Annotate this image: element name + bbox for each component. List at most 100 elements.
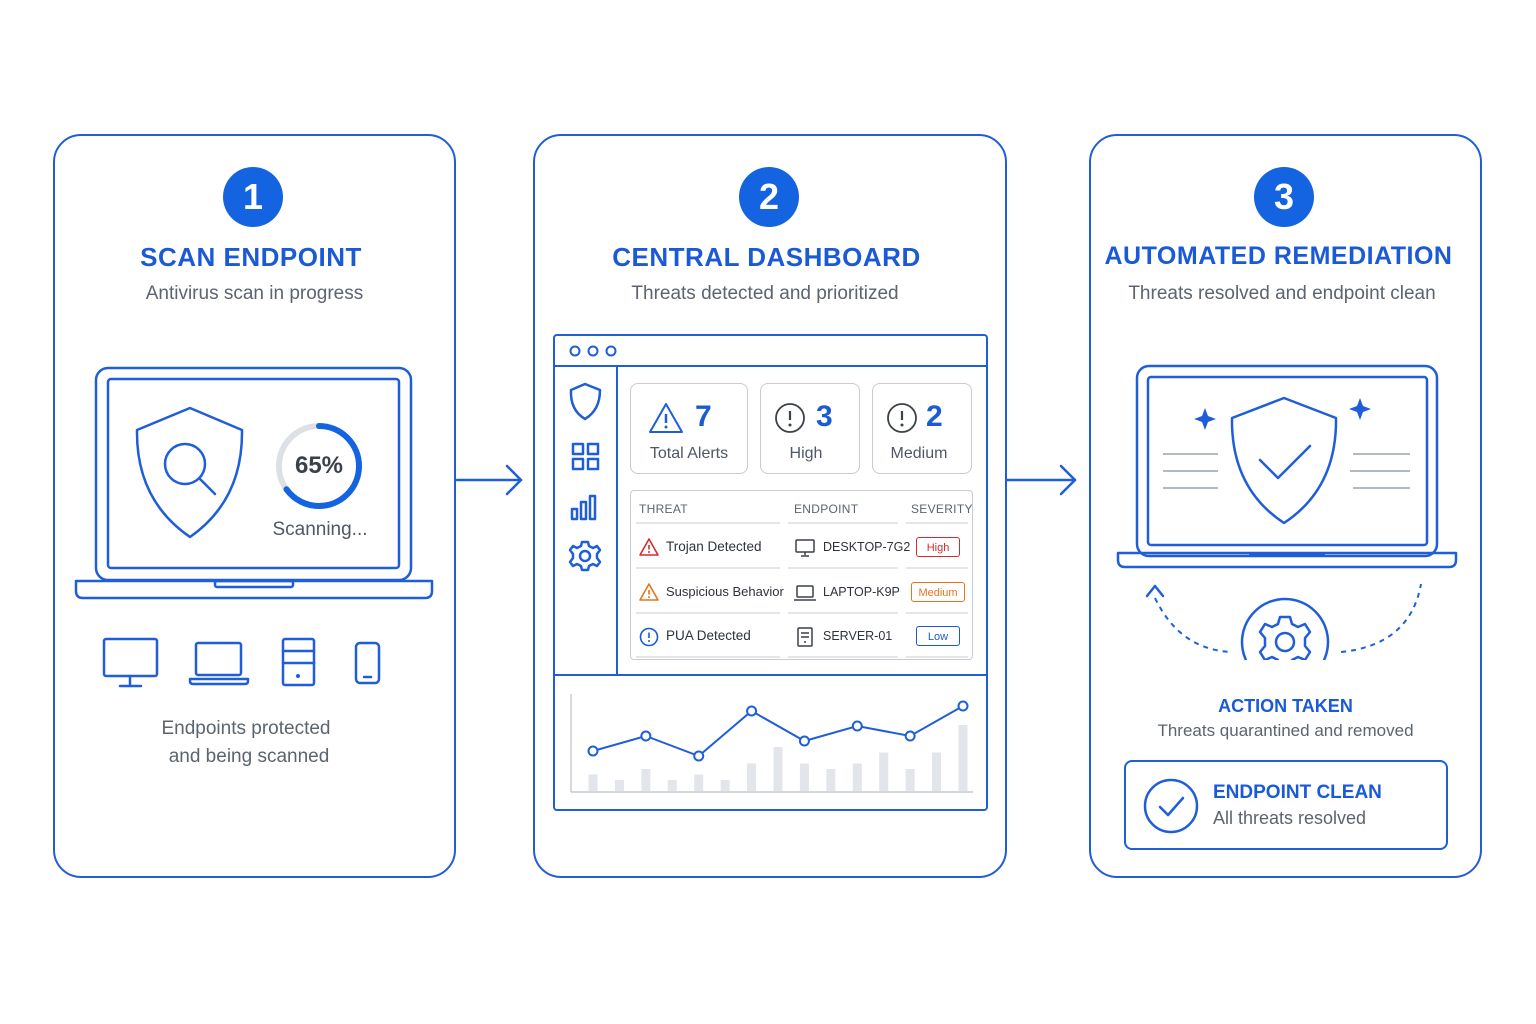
threat-trend-chart [570,694,973,793]
step-1-subtitle: Antivirus scan in progress [145,283,364,304]
trend-point [693,750,705,762]
trend-bar [694,774,704,791]
row-endpoint: SERVER-01 [823,629,893,643]
desktop-icon [795,539,815,557]
row-endpoint: DESKTOP-7G2 [823,540,911,554]
stat-high-label: High [789,445,823,462]
step-2-badge: 2 [739,167,799,227]
laptop-icon [794,585,816,601]
grid-icon[interactable] [571,442,600,471]
stat-card-medium[interactable]: 2 Medium [872,383,972,474]
trend-bar [641,769,651,791]
endpoints-caption-line2: and being scanned [168,746,330,767]
endpoint-clean-subtitle: All threats resolved [1213,808,1367,828]
shield-icon[interactable] [569,382,602,421]
phone-icon [354,641,381,685]
trend-bar [614,780,624,791]
stat-medium-value: 2 [926,400,943,433]
trend-bar [720,780,730,791]
row-threat: PUA Detected [666,628,751,643]
threat-table [630,490,973,660]
bar-chart-icon[interactable] [570,494,597,521]
dashboard-sidebar [568,382,602,572]
step-2-subtitle: Threats detected and prioritized [631,283,899,304]
trend-point [640,730,652,742]
desktop-icon [102,637,159,688]
trend-point [904,730,916,742]
row-threat: Trojan Detected [666,539,762,554]
gear-icon [1240,597,1330,660]
scan-laptop-illustration [74,366,434,600]
endpoint-clean-card [1124,760,1448,850]
trend-point [957,700,969,712]
severity-badge-medium: Medium [911,582,965,602]
alert-circle-icon [775,403,805,433]
table-header-endpoint: ENDPOINT [794,502,859,516]
severity-badge-high: High [916,537,960,557]
flow-arrow-2 [1005,464,1077,496]
row-endpoint: LAPTOP-K9P [823,585,900,599]
step-1-badge: 1 [223,167,283,227]
check-circle-icon [1143,778,1199,834]
laptop-icon [188,641,250,686]
trend-bar [905,769,915,791]
trend-point [798,735,810,747]
gear-icon[interactable] [568,540,602,572]
threat-table-lines [636,522,968,658]
trend-bar [958,725,968,791]
scan-status-text: Scanning... [272,519,368,540]
warning-icon [639,583,659,601]
trend-bar [747,763,757,791]
shield-check-icon [1230,396,1338,525]
table-header-threat: THREAT [639,502,688,516]
stat-high-value: 3 [816,400,833,433]
endpoints-caption-line1: Endpoints protected [161,718,331,739]
action-taken-subtitle: Threats quarantined and removed [1157,721,1414,740]
scan-progress-ring [276,423,362,509]
shield-search-icon [135,406,244,539]
trend-bar [852,763,862,791]
warning-icon [639,538,659,556]
trend-bar [932,752,942,791]
trend-point [746,705,758,717]
stat-medium-label: Medium [890,445,948,462]
warning-icon [649,403,683,433]
trend-bar [773,747,783,791]
dashboard-window-chrome [555,345,986,676]
step-1-title: SCAN ENDPOINT [140,242,362,272]
row-threat: Suspicious Behavior [666,584,784,599]
stat-card-total-alerts[interactable]: 7 Total Alerts [630,383,748,474]
trend-bar [879,752,889,791]
trend-bar [667,780,677,791]
trend-point [851,720,863,732]
alert-circle-icon [887,403,917,433]
trend-point [587,745,599,757]
trend-line [592,705,964,758]
trend-bar [588,774,598,791]
step-3-subtitle: Threats resolved and endpoint clean [1128,283,1436,304]
action-taken-title: ACTION TAKEN [1218,696,1353,716]
server-icon [797,627,813,647]
trend-bar [826,769,836,791]
severity-badge-low: Low [916,626,960,646]
stat-total-alerts-value: 7 [695,400,712,433]
table-header-severity: SEVERITY [911,502,973,516]
step-remediation-panel [1089,134,1482,878]
stat-card-high[interactable]: 3 High [760,383,860,474]
endpoint-icons-row [102,637,381,688]
flow-arrow-1 [455,464,523,496]
server-icon [281,637,316,687]
step-dashboard-panel [533,134,1007,878]
step-2-title: CENTRAL DASHBOARD [612,242,921,272]
alert-circle-icon [639,627,659,647]
endpoint-clean-title: ENDPOINT CLEAN [1213,782,1382,803]
step-3-badge: 3 [1254,167,1314,227]
scan-progress-label: 65% [294,452,344,479]
dashboard-window [553,334,988,811]
remediation-cycle-arrows [1145,583,1422,653]
stat-total-alerts-label: Total Alerts [649,445,729,462]
trend-bar [799,763,809,791]
step-scan-panel [53,134,456,878]
step-3-title: AUTOMATED REMEDIATION [1104,242,1453,270]
clean-laptop-illustration [1116,364,1458,660]
